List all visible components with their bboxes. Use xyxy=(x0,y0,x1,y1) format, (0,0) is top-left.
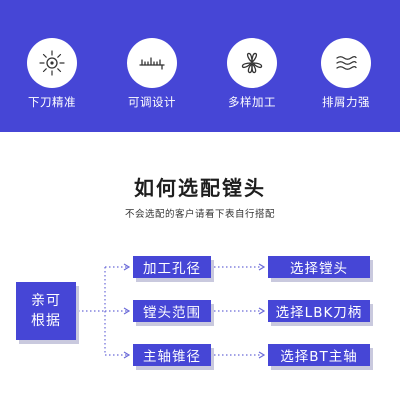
feature-item-chip-removal: 排屑力强 xyxy=(308,0,388,132)
feature-banner: 下刀精准 可调设计 xyxy=(0,0,400,132)
flow-criterion-box: 加工孔径 xyxy=(133,256,211,278)
flow-criterion-box: 主轴锥径 xyxy=(133,344,211,366)
feature-label: 多样加工 xyxy=(228,95,276,109)
flow-result-box: 选择BT主轴 xyxy=(268,344,370,366)
page-title: 如何选配镗头 xyxy=(134,176,266,200)
sun-target-icon xyxy=(39,50,65,76)
feature-icon-circle xyxy=(321,38,371,88)
feature-icon-circle xyxy=(127,38,177,88)
feature-item-versatile: 多样加工 xyxy=(214,0,294,132)
flow-source-box: 亲可 根据 xyxy=(16,282,76,340)
flow-criterion-box: 镗头范围 xyxy=(133,300,211,322)
ruler-scale-icon xyxy=(139,57,165,70)
flow-result-box: 选择LBK刀柄 xyxy=(268,300,370,322)
feature-label: 下刀精准 xyxy=(28,95,76,109)
feature-icon-circle xyxy=(27,38,77,88)
feature-label: 可调设计 xyxy=(128,95,176,109)
feature-item-adjustable: 可调设计 xyxy=(114,0,194,132)
flow-result-box: 选择镗头 xyxy=(268,256,370,278)
feature-icon-circle xyxy=(227,38,277,88)
wave-lines-icon xyxy=(336,55,357,70)
page-subtitle: 不会选配的客户请看下表自行搭配 xyxy=(124,209,275,220)
flow-source-line: 根据 xyxy=(31,313,61,329)
feature-label: 排屑力强 xyxy=(322,95,370,109)
flow-source-line: 亲可 xyxy=(31,293,61,309)
four-petal-icon xyxy=(241,52,263,74)
feature-item-precise-cut: 下刀精准 xyxy=(14,0,94,132)
